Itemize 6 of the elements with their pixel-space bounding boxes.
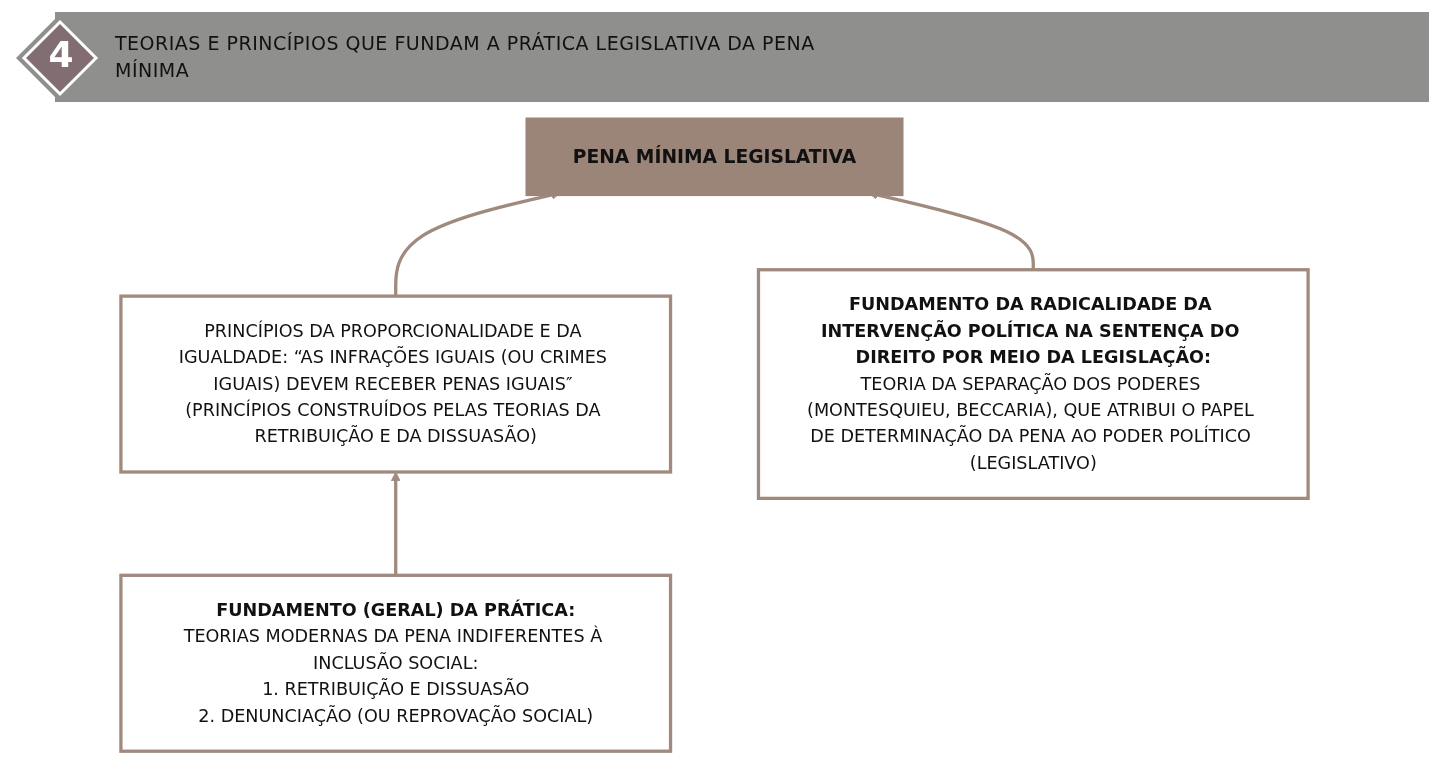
node-box: FUNDAMENTO DA RADICALIDADE DA INTERVENÇÃO POLÍTICA NA SENTENÇA DO DIREITO POR MEIO DA LEGISLAÇÃO: TEORIA DA SEPARAÇÃO DOS PODERES (MONTESQUIEU, BECCARIA), QUE ATRIBUI O PAPEL DE DETERMINAÇÃO DA PENA AO PODER POLÍTICO (LEGISLATIVO) [756, 268, 1310, 501]
node-box: PRINCÍPIOS DA PROPORCIONALIDADE E DA IGUALDADE: “AS INFRAÇÕES IGUAIS (OU CRIMES IGUAIS) DEVEM RECEBER PENAS IGUAIS″ (PRINCÍPIOS CONSTRUÍDOS PELAS TEORIAS DA RETRIBUIÇÃO E DA DISSUASÃO) [119, 294, 673, 474]
section-number: 4 [47, 33, 75, 77]
node-box: PENA MÍNIMA LEGISLATIVA [525, 117, 904, 197]
node-box: FUNDAMENTO (GERAL) DA PRÁTICA: TEORIAS MODERNAS DA PENA INDIFERENTES À INCLUSÃO SOCIAL: 1. RETRIBUIÇÃO E DISSUASÃO 2. DENUNCIAÇÃO (OU REPROVAÇÃO SOCIAL) [119, 573, 673, 753]
title: TEORIAS E PRINCÍPIOS QUE FUNDAM A PRÁTICA LEGISLATIVA DA PENA MÍNIMA [115, 31, 815, 83]
